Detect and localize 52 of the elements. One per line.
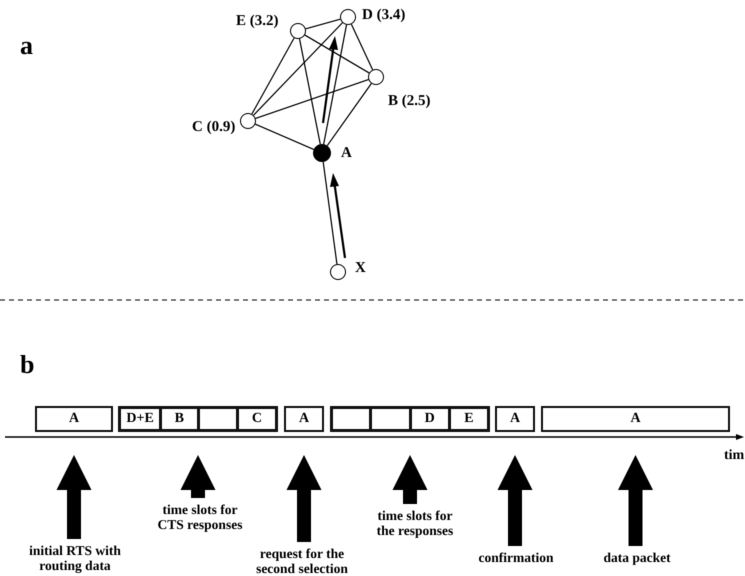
time-slot: D+E bbox=[120, 408, 160, 430]
node-label: E (3.2) bbox=[236, 14, 278, 29]
slot-group bbox=[118, 406, 278, 432]
time-slot: D bbox=[410, 408, 449, 430]
annotation-text: initial RTS with routing data bbox=[10, 543, 140, 573]
panel-letter: b bbox=[20, 352, 34, 378]
link-line bbox=[304, 34, 370, 74]
node-label: C (0.9) bbox=[192, 120, 236, 135]
panel-letter: a bbox=[20, 33, 33, 59]
block-arrow bbox=[498, 455, 532, 546]
node-label: A bbox=[341, 146, 352, 161]
time-slot: E bbox=[448, 408, 488, 430]
link-line bbox=[255, 79, 369, 119]
node-label: X bbox=[355, 261, 366, 276]
node-circle bbox=[290, 23, 306, 39]
time-slot bbox=[332, 408, 370, 430]
node-circle bbox=[330, 264, 346, 280]
time-slot: A bbox=[495, 406, 535, 432]
time-slot: A bbox=[541, 406, 730, 432]
link-line bbox=[298, 38, 321, 144]
slot-group bbox=[330, 406, 490, 432]
node-circle bbox=[340, 9, 356, 25]
link-line bbox=[253, 22, 343, 116]
link-line bbox=[322, 162, 338, 264]
axis-label: tim bbox=[724, 449, 744, 463]
annotation-text: time slots for the responses bbox=[345, 508, 485, 538]
link-line bbox=[323, 24, 348, 144]
block-arrow bbox=[618, 455, 653, 546]
time-slot: A bbox=[35, 406, 113, 432]
annotation-text: data packet bbox=[582, 550, 692, 565]
time-slot: B bbox=[160, 408, 198, 430]
block-arrow bbox=[56, 455, 92, 539]
annotation-text: request for the second selection bbox=[227, 546, 377, 576]
link-line bbox=[326, 83, 372, 146]
time-slot bbox=[370, 408, 410, 430]
time-slot: A bbox=[284, 406, 324, 432]
block-arrow bbox=[286, 455, 322, 542]
node-circle bbox=[240, 113, 256, 129]
time-slot: C bbox=[236, 408, 276, 430]
link-line bbox=[306, 18, 340, 30]
link-line bbox=[251, 38, 295, 114]
time-slot bbox=[198, 408, 237, 430]
link-line bbox=[350, 24, 374, 70]
block-arrow bbox=[180, 455, 216, 498]
annotation-text: time slots for CTS responses bbox=[135, 502, 265, 532]
node-label: B (2.5) bbox=[388, 94, 430, 109]
block-arrow bbox=[392, 455, 428, 504]
node-label: D (3.4) bbox=[362, 8, 406, 23]
annotation-text: confirmation bbox=[461, 550, 571, 565]
link-line bbox=[255, 124, 314, 150]
node-circle bbox=[368, 69, 384, 85]
filled-node-circle bbox=[313, 144, 331, 162]
